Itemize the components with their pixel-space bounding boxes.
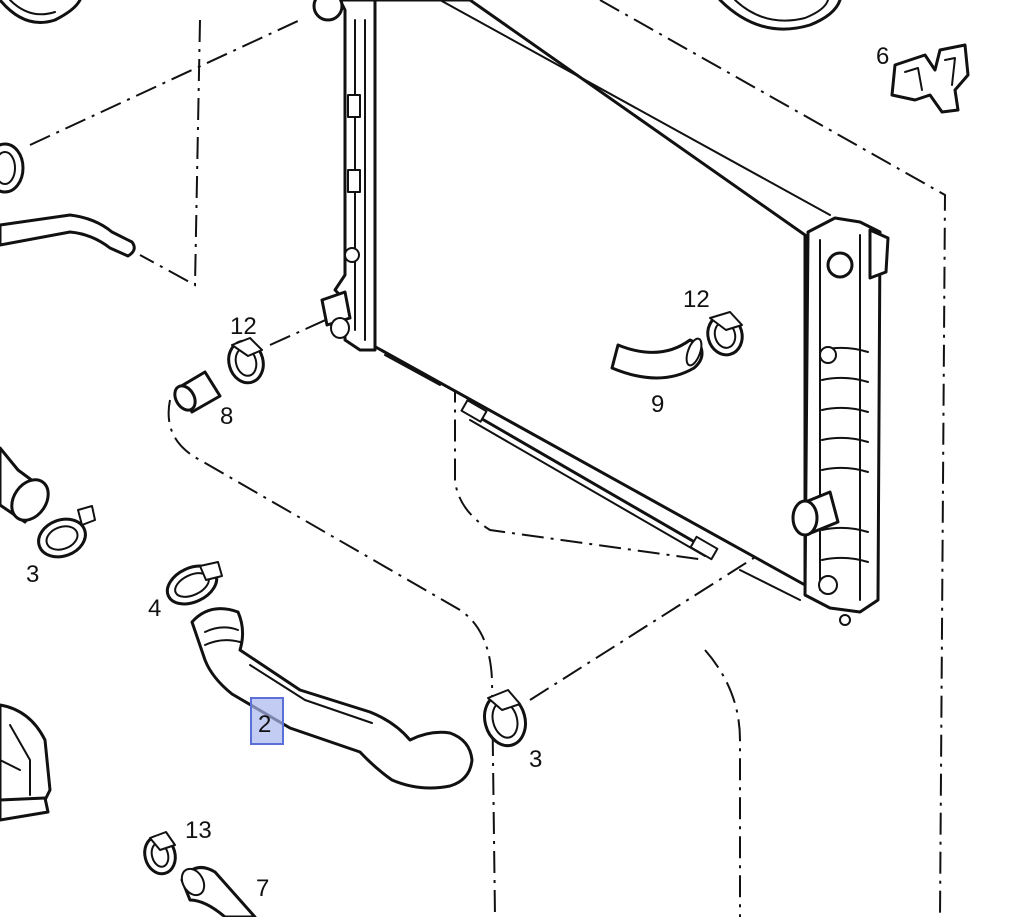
top-right-hose-fragment <box>718 0 842 31</box>
label-part-4[interactable]: 4 <box>148 595 161 622</box>
label-part-3-right[interactable]: 3 <box>529 746 542 773</box>
hose-part-7 <box>180 866 257 919</box>
bracket-rod <box>460 399 719 561</box>
left-edge-fragments <box>0 0 136 822</box>
connector-part-8 <box>173 370 222 414</box>
clip-part-6 <box>890 43 970 114</box>
label-part-12-right[interactable]: 12 <box>683 286 710 313</box>
label-part-7[interactable]: 7 <box>256 875 269 902</box>
clamp-part-4 <box>165 561 223 606</box>
clamp-part-12-right <box>706 311 744 357</box>
radiator-hose-part-2 <box>190 607 474 790</box>
selected-part-highlight[interactable] <box>250 697 284 745</box>
label-part-12-left[interactable]: 12 <box>230 313 257 340</box>
hose-part-9 <box>610 337 704 380</box>
clamp-part-3-right <box>483 689 527 748</box>
label-part-8[interactable]: 8 <box>220 403 233 430</box>
label-part-3-left[interactable]: 3 <box>26 561 39 588</box>
clamp-part-13 <box>143 831 177 876</box>
label-part-9[interactable]: 9 <box>651 391 664 418</box>
clamp-part-12-left <box>227 337 265 385</box>
label-part-13[interactable]: 13 <box>185 817 212 844</box>
label-part-6[interactable]: 6 <box>876 43 889 70</box>
radiator <box>312 0 890 626</box>
part-labels: 6 12 12 8 9 3 4 2 3 13 7 <box>26 43 889 902</box>
label-part-2[interactable]: 2 <box>258 711 271 738</box>
